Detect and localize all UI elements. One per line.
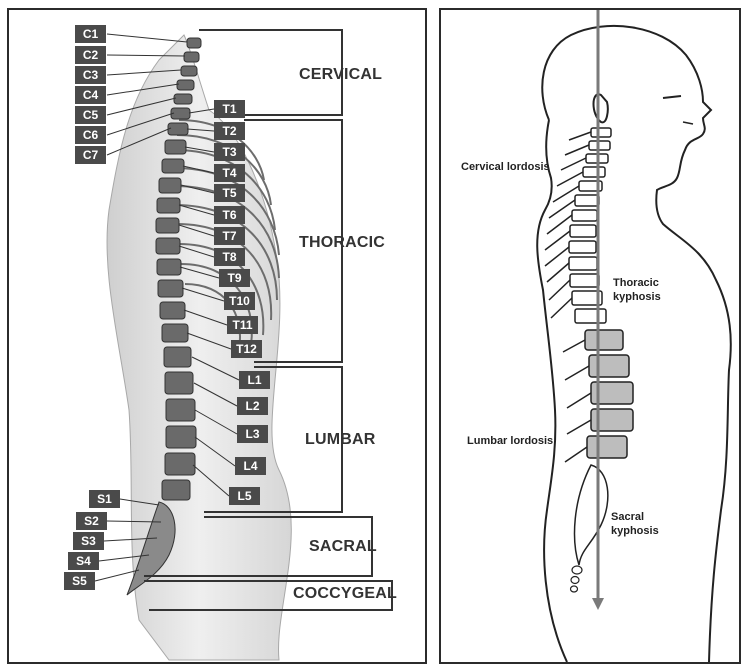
label-l5: L5 — [229, 487, 260, 505]
label-s2: S2 — [76, 512, 107, 530]
label-t5: T5 — [214, 184, 245, 202]
spine-regions-panel: C1 C2 C3 C4 C5 C6 C7 T1 T2 T3 T4 T5 T6 T… — [7, 8, 427, 664]
label-l3: L3 — [237, 425, 268, 443]
label-l4: L4 — [235, 457, 266, 475]
label-t6: T6 — [214, 206, 245, 224]
region-sacral: SACRAL — [309, 538, 377, 556]
lumbar-lordosis-label: Lumbar lordosis — [467, 434, 553, 448]
sacrum — [575, 465, 608, 565]
region-thoracic: THORACIC — [299, 234, 385, 252]
label-c6: C6 — [75, 126, 106, 144]
label-s1: S1 — [89, 490, 120, 508]
label-c5: C5 — [75, 106, 106, 124]
front-profile — [542, 26, 731, 662]
lumbar-vertebrae — [585, 330, 633, 458]
body-profile-illustration — [441, 10, 739, 662]
region-coccygeal: COCCYGEAL — [293, 585, 397, 603]
label-c1: C1 — [75, 25, 106, 43]
label-s4: S4 — [68, 552, 99, 570]
label-t3: T3 — [214, 143, 245, 161]
spine-vertebrae — [569, 128, 611, 323]
label-s3: S3 — [73, 532, 104, 550]
label-t2: T2 — [214, 122, 245, 140]
label-t12: T12 — [231, 340, 262, 358]
region-lumbar: LUMBAR — [305, 431, 376, 449]
thoracic-kyphosis-label-2: kyphosis — [613, 290, 661, 304]
nose-line — [683, 122, 693, 124]
label-c7: C7 — [75, 146, 106, 164]
torso-silhouette — [107, 35, 291, 660]
label-l2: L2 — [237, 397, 268, 415]
label-c4: C4 — [75, 86, 106, 104]
region-cervical: CERVICAL — [299, 66, 382, 84]
sacral-kyphosis-label-2: kyphosis — [611, 524, 659, 538]
ear — [594, 94, 608, 122]
label-t4: T4 — [214, 164, 245, 182]
label-t1: T1 — [214, 100, 245, 118]
sacral-kyphosis-label-1: Sacral — [611, 510, 644, 524]
arrow-head-icon — [592, 598, 604, 610]
spinal-curvature-panel: Cervical lordosis Thoracic kyphosis Lumb… — [439, 8, 741, 664]
thoracic-kyphosis-label-1: Thoracic — [613, 276, 659, 290]
label-c3: C3 — [75, 66, 106, 84]
label-s5: S5 — [64, 572, 95, 590]
label-t11: T11 — [227, 316, 258, 334]
cervical-lordosis-label: Cervical lordosis — [461, 160, 550, 174]
label-t9: T9 — [219, 269, 250, 287]
eye — [663, 96, 681, 98]
label-t7: T7 — [214, 227, 245, 245]
label-l1: L1 — [239, 371, 270, 389]
back-profile — [537, 120, 567, 662]
label-t8: T8 — [214, 248, 245, 266]
label-c2: C2 — [75, 46, 106, 64]
label-t10: T10 — [224, 292, 255, 310]
coccyx — [571, 566, 583, 592]
